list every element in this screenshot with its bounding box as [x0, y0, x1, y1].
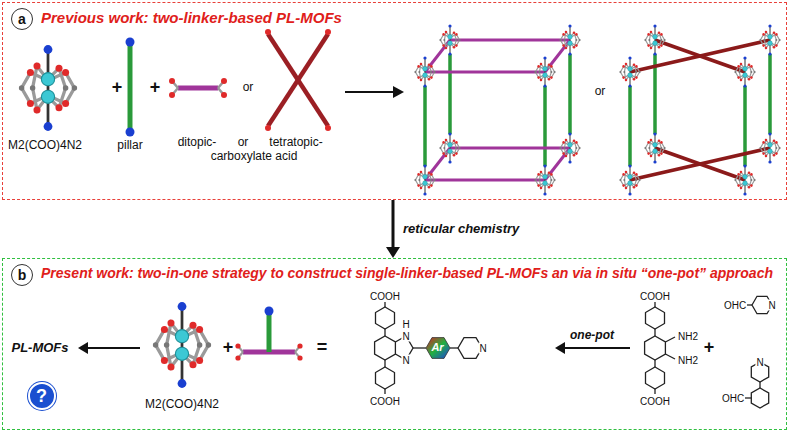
node-text: ? [36, 387, 47, 405]
reaction-arrow [555, 342, 630, 354]
reaction-arrow [78, 342, 140, 354]
label-text: or [243, 81, 254, 94]
pillar-linker [126, 38, 135, 137]
linker-molecule [375, 302, 482, 394]
label-text: PL-MOFs [11, 341, 68, 355]
aryl-hexagon: Ar [425, 336, 451, 360]
node-text: b [18, 268, 27, 282]
label-text: tetratopic- [269, 136, 322, 149]
pillared-framework [414, 24, 580, 195]
atom-label: N [401, 355, 410, 366]
atom-label: OHC [721, 393, 745, 404]
label-text: or [238, 136, 249, 149]
atom-label: N [478, 343, 487, 354]
node-text: a [18, 12, 26, 26]
paddlewheel-cluster [19, 45, 77, 131]
hexagon-shape [426, 337, 450, 358]
label-text: + [704, 338, 715, 358]
atom-label: OHC [723, 300, 747, 311]
reaction-arrow [345, 86, 404, 98]
label-circle: a [11, 8, 33, 30]
label-text: carboxylate acid [211, 150, 298, 163]
paddlewheel-cluster [153, 302, 211, 388]
label-text: ditopic- [178, 136, 217, 149]
label-circle: b [11, 264, 33, 286]
atom-label: COOH [639, 396, 671, 407]
atom-label: NH2 [677, 355, 699, 366]
panel-title: Present work: two-in-one strategy to con… [41, 265, 773, 281]
connector-arrow [386, 200, 400, 258]
pillared-framework [619, 24, 780, 195]
atom-label: N [755, 357, 764, 368]
arrow-head [386, 247, 400, 258]
t-shaped-linker [235, 307, 302, 361]
label-text: M2(COO)4N2 [8, 139, 82, 152]
atom-label: COOH [639, 291, 671, 302]
label-text: = [317, 338, 328, 358]
label-text: M2(COO)4N2 [145, 398, 219, 411]
atom-label: N [767, 300, 776, 311]
label-text: + [150, 78, 161, 98]
aldehyde-molecule [745, 296, 772, 408]
diamine-molecule [645, 302, 675, 394]
label-text: one-pot [570, 329, 614, 342]
tetratopic-linker [265, 29, 331, 131]
label-text: pillar [117, 139, 142, 152]
panel-box: Previous work: two-linker-based PL-MOFs a [2, 2, 787, 200]
connector-line [392, 200, 395, 249]
panel-title: Previous work: two-linker-based PL-MOFs [41, 9, 342, 26]
atom-label: COOH [369, 396, 401, 407]
atom-label: H [401, 319, 410, 330]
ditopic-linker [169, 78, 227, 98]
atom-label: NH2 [677, 331, 699, 342]
label-text: + [112, 78, 123, 98]
label-circle: ? [28, 382, 56, 410]
label-text: or [595, 85, 606, 98]
label-text: + [223, 338, 234, 358]
node-text: Ar [431, 342, 443, 353]
connector-label: reticular chemistry [403, 221, 519, 236]
atom-label: COOH [369, 291, 401, 302]
atom-label: N [401, 331, 410, 342]
